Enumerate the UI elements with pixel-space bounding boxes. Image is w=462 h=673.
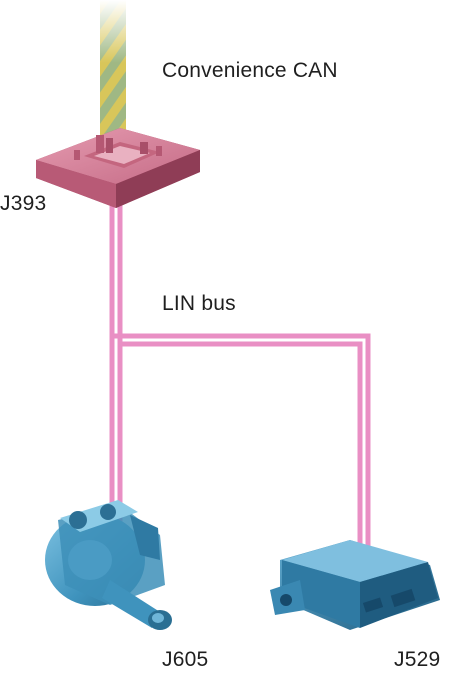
- convenience-can-label: Convenience CAN: [162, 59, 338, 82]
- j529-control-module-icon: [270, 540, 440, 630]
- j605-motor-actuator-icon: [45, 500, 172, 630]
- j529-label: J529: [394, 648, 441, 671]
- j393-label: J393: [0, 192, 47, 215]
- can-bus-wire: [100, 0, 126, 140]
- lin-bus-wiring: [109, 183, 371, 552]
- lin-bus-label: LIN bus: [162, 292, 236, 315]
- j605-label: J605: [162, 648, 209, 671]
- j393-control-unit-icon: [36, 128, 200, 208]
